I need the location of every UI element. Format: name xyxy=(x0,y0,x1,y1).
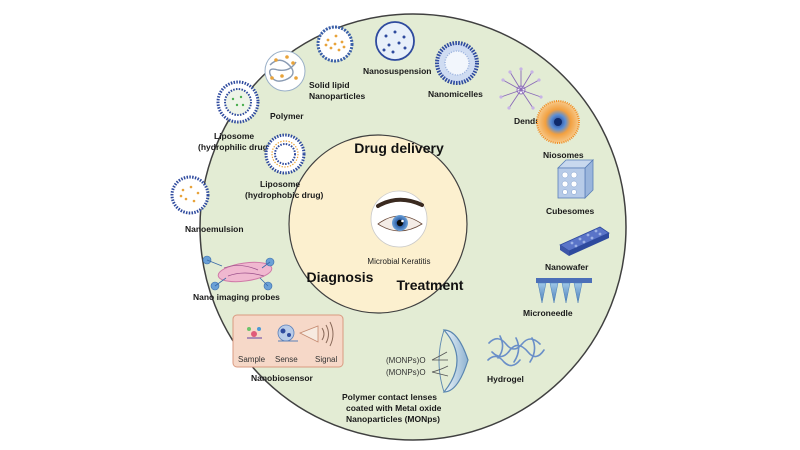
label-liposome-hydrophobic: Liposome xyxy=(260,179,300,189)
dendrimer-icon xyxy=(499,67,543,110)
nanosuspension-icon xyxy=(375,21,415,61)
label-liposome-hydrophobic-2: (hydrophobic drug) xyxy=(245,190,324,200)
label-sample: Sample xyxy=(238,355,266,364)
nano-imaging-probe-icon xyxy=(202,255,275,291)
label-hydrogel: Hydrogel xyxy=(487,374,524,384)
liposome-hydrophilic-icon xyxy=(216,80,260,124)
label-cubesomes: Cubesomes xyxy=(546,206,594,216)
liposome-hydrophobic-icon xyxy=(264,133,306,175)
center-label: Microbial Keratitis xyxy=(367,257,430,266)
label-contact-lens-1: Polymer contact lenses xyxy=(342,392,437,402)
nanomicelle-icon xyxy=(435,41,479,85)
hydrogel-icon xyxy=(487,335,545,367)
label-solid-lipid-2: Nanoparticles xyxy=(309,91,365,101)
label-liposome-hydrophilic-2: (hydrophilic drug) xyxy=(198,142,271,152)
section-treatment: Treatment xyxy=(397,277,464,293)
label-niosomes: Niosomes xyxy=(543,150,584,160)
label-solid-lipid: Solid lipid xyxy=(309,80,350,90)
nanowafer-icon xyxy=(559,226,610,256)
label-nanobiosensor: Nanobiosensor xyxy=(251,373,314,383)
label-nano-imaging: Nano imaging probes xyxy=(193,292,280,302)
label-nanowafer: Nanowafer xyxy=(545,262,589,272)
solid-lipid-nanoparticle-icon xyxy=(316,25,354,63)
section-diagnosis: Diagnosis xyxy=(307,269,374,285)
nanobiosensor-panel: Sample Sense Signal xyxy=(232,314,344,368)
nanoemulsion-icon xyxy=(170,175,210,215)
label-contact-lens-3: Nanoparticles (MONps) xyxy=(346,414,440,424)
microneedle-icon xyxy=(536,278,592,304)
label-microneedle: Microneedle xyxy=(523,308,573,318)
label-signal: Signal xyxy=(315,355,337,364)
sense-icon xyxy=(277,324,298,342)
contact-lens-icon xyxy=(431,329,469,393)
lens-mark-1: (MONPs)O xyxy=(386,356,426,365)
label-nanosuspension: Nanosuspension xyxy=(363,66,431,76)
label-contact-lens-2: coated with Metal oxide xyxy=(346,403,442,413)
cubesome-icon xyxy=(557,159,594,199)
label-liposome-hydrophilic: Liposome xyxy=(214,131,254,141)
eye-icon xyxy=(370,190,428,248)
polymer-icon xyxy=(264,50,306,92)
label-nanoemulsion: Nanoemulsion xyxy=(185,224,244,234)
label-polymer: Polymer xyxy=(270,111,304,121)
sample-icon xyxy=(247,327,262,339)
section-drug-delivery: Drug delivery xyxy=(354,140,444,156)
label-sense: Sense xyxy=(275,355,298,364)
niosome-icon xyxy=(536,100,580,144)
signal-icon xyxy=(321,321,334,347)
label-nanomicelles: Nanomicelles xyxy=(428,89,483,99)
lens-mark-2: (MONPs)O xyxy=(386,368,426,377)
